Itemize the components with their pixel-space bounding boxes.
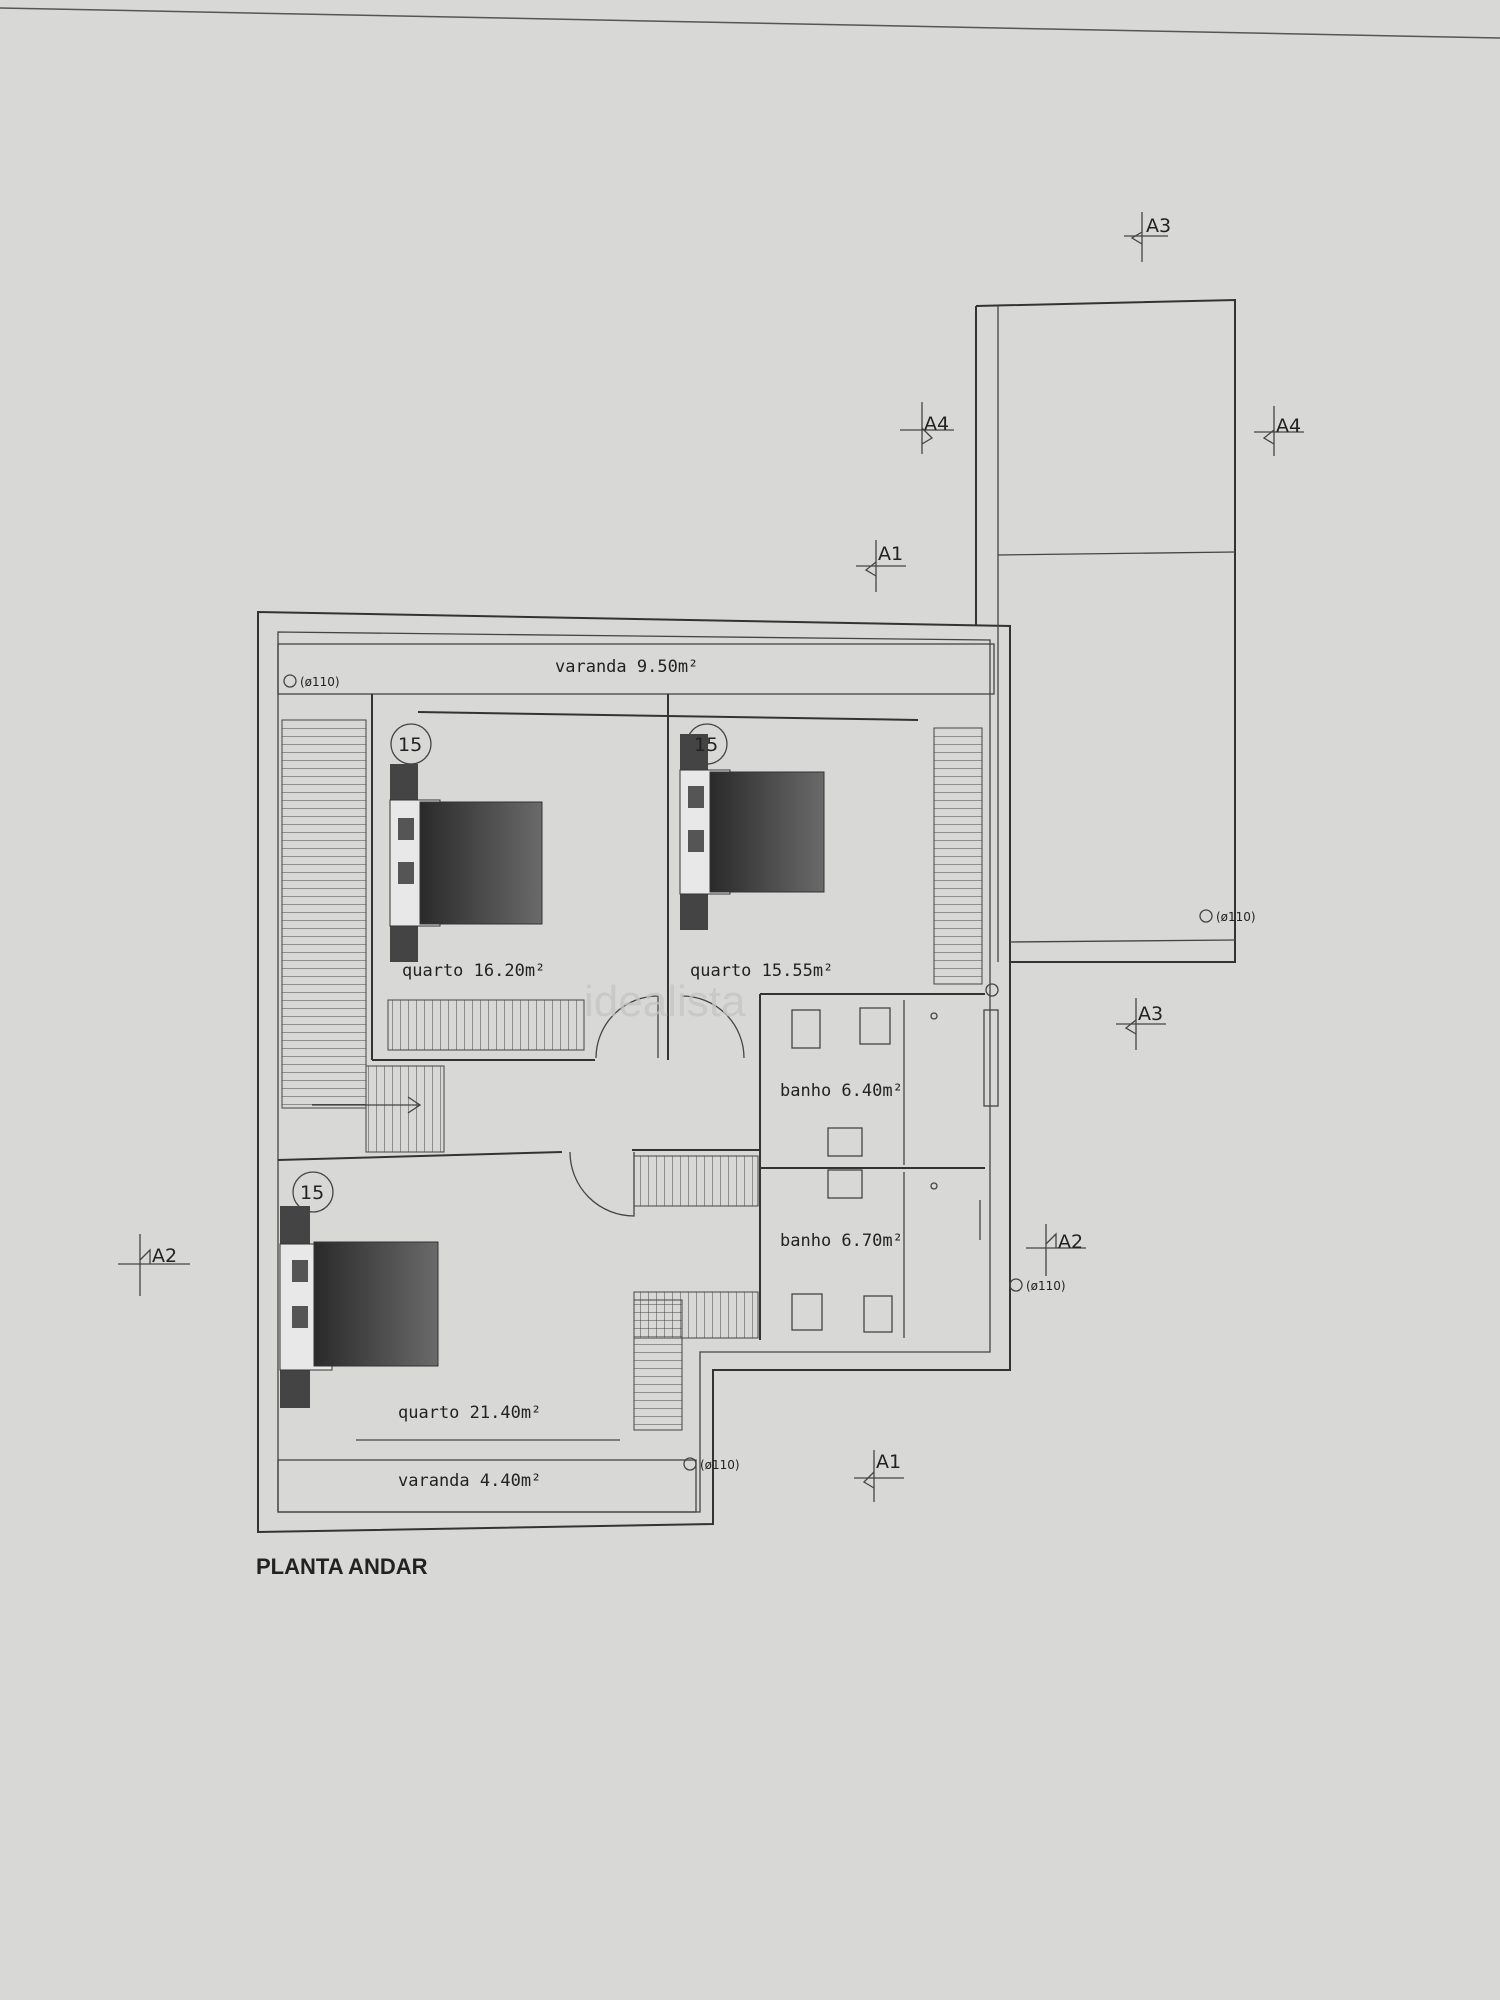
bed-room-1 — [389, 764, 543, 962]
svg-text:A4: A4 — [924, 413, 949, 435]
annex-inner-bottom — [1009, 939, 1236, 943]
door-swing — [595, 995, 659, 1059]
bathroom-fixtures — [791, 1000, 999, 1338]
svg-text:15: 15 — [694, 734, 718, 756]
drain-icon — [1009, 1278, 1023, 1292]
svg-text:A2: A2 — [1058, 1231, 1083, 1253]
room-label-varanda-top: varanda 9.50m² — [555, 657, 698, 677]
room-label-varanda-bottom: varanda 4.40m² — [398, 1471, 541, 1491]
room-label-banho-2: banho 6.70m² — [780, 1231, 903, 1251]
plan-title: PLANTA ANDAR — [256, 1554, 428, 1579]
section-mark: A4 — [900, 402, 954, 454]
column-icon — [985, 983, 999, 997]
room-label-banho-1: banho 6.40m² — [780, 1081, 903, 1101]
wardrobe — [387, 999, 585, 1051]
varanda-top-outline — [277, 643, 995, 695]
svg-text:15: 15 — [300, 1182, 324, 1204]
building-outline — [257, 610, 1011, 1534]
drain-label: (ø110) — [1026, 1279, 1066, 1293]
svg-text:15: 15 — [398, 734, 422, 756]
room-label-quarto-3: quarto 21.40m² — [398, 1403, 541, 1423]
room-marker-2: 15 — [686, 723, 728, 765]
svg-text:A3: A3 — [1138, 1003, 1163, 1025]
drain-label: (ø110) — [1216, 910, 1256, 924]
section-mark: A1 — [854, 1450, 904, 1502]
svg-text:A3: A3 — [1146, 215, 1171, 237]
bed-room-2 — [679, 734, 825, 930]
sheet-edge — [0, 7, 1500, 39]
wall — [277, 1151, 563, 1161]
drain-label: (ø110) — [700, 1458, 740, 1472]
wardrobe — [633, 1155, 759, 1207]
stair-arrow-head — [407, 1096, 422, 1114]
wardrobe — [633, 1299, 683, 1431]
section-mark: A4 — [1254, 406, 1304, 456]
section-mark: A3 — [1116, 998, 1166, 1050]
drain-icon — [1199, 909, 1213, 923]
section-mark: A3 — [1124, 212, 1171, 262]
annex-divider — [997, 551, 1236, 556]
svg-text:A4: A4 — [1276, 415, 1301, 437]
door-swing — [569, 1151, 635, 1217]
section-mark: A2 — [118, 1234, 190, 1296]
bed-room-3 — [279, 1206, 439, 1408]
drain-icon — [283, 674, 297, 688]
watermark: idealista — [584, 977, 746, 1026]
room-label-quarto-2: quarto 15.55m² — [690, 961, 833, 981]
svg-text:A2: A2 — [152, 1245, 177, 1267]
section-mark: A2 — [1026, 1224, 1086, 1276]
room-marker-1: 15 — [390, 723, 432, 765]
room-label-quarto-1: quarto 16.20m² — [402, 961, 545, 981]
svg-text:A1: A1 — [878, 543, 903, 565]
annex-outline — [975, 298, 1236, 963]
staircase-landing — [365, 1065, 445, 1153]
drain-label: (ø110) — [300, 675, 340, 689]
wall — [417, 711, 919, 721]
svg-text:A1: A1 — [876, 1451, 901, 1473]
varanda-bottom-outline — [277, 1459, 697, 1513]
staircase-left — [281, 719, 367, 1109]
room-marker-3: 15 — [292, 1171, 334, 1213]
wardrobe — [933, 727, 983, 985]
section-mark: A1 — [856, 540, 906, 592]
drain-icon — [683, 1457, 697, 1471]
door-swing — [681, 995, 745, 1059]
